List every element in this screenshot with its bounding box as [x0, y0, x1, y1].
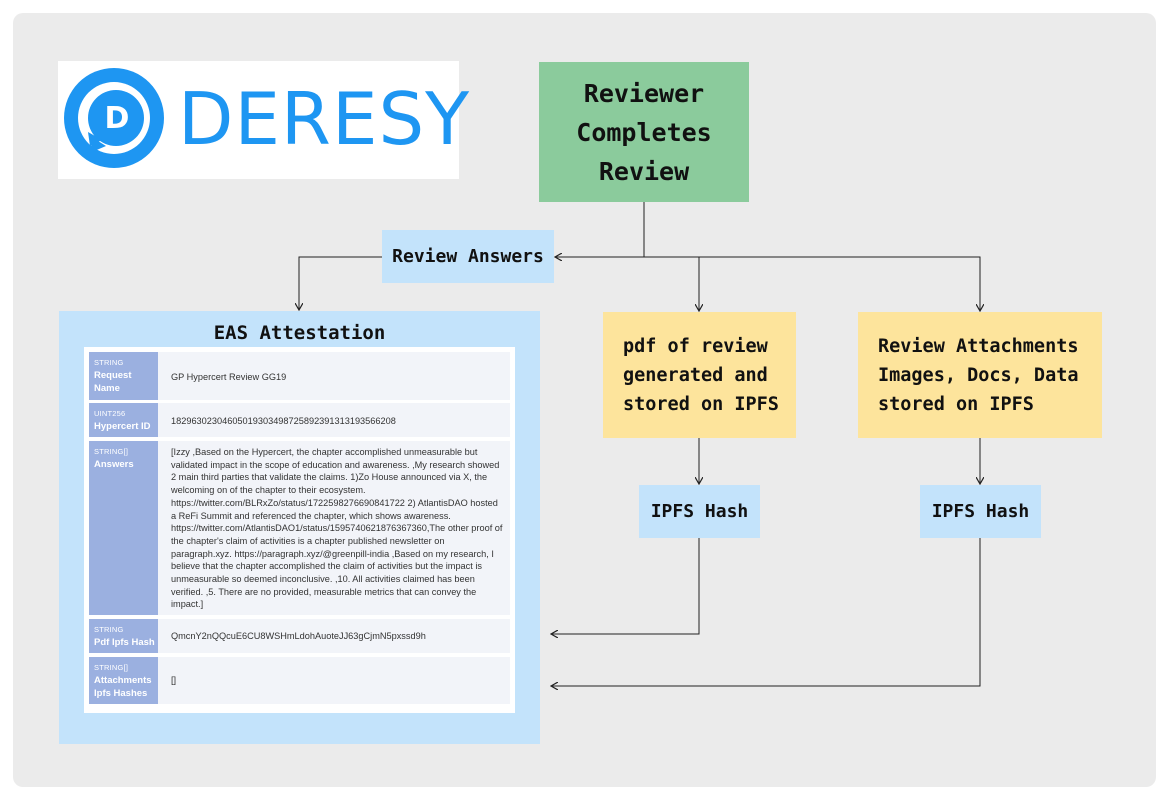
row-type: STRING[] — [94, 663, 129, 672]
row-value: 1829630230460501930349872589239131319356… — [171, 416, 396, 426]
row-type: STRING — [94, 358, 124, 367]
ipfs-hash-right-node: IPFS Hash — [920, 485, 1041, 538]
ipfs-hash-left-node: IPFS Hash — [639, 485, 760, 538]
row-label: STRING Request Name — [89, 352, 158, 400]
row-field-name: Pdf Ipfs Hash — [94, 637, 155, 648]
row-value: [Izzy ,Based on the Hypercert, the chapt… — [171, 447, 503, 610]
attestation-row-hypercert-id: UINT256 Hypercert ID 1829630230460501930… — [89, 403, 510, 437]
attestation-row-request-name: STRING Request Name GP Hypercert Review … — [89, 352, 510, 400]
arrow-to-attestation — [299, 256, 382, 309]
row-value: [] — [171, 675, 177, 685]
logo-icon-letter: D — [105, 101, 130, 136]
arrow-to-pdf — [644, 256, 699, 310]
row-field-name: Hypercert ID — [94, 421, 151, 432]
row-label: STRING[] Attachments Ipfs Hashes — [89, 657, 158, 704]
arrow-to-attachments — [699, 256, 980, 310]
logo-wordmark: DERESY — [178, 77, 471, 161]
reviewer-completes-review-node: Reviewer Completes Review — [539, 62, 749, 202]
row-label: STRING Pdf Ipfs Hash — [89, 619, 158, 653]
row-type: STRING — [94, 625, 124, 634]
row-type: UINT256 — [94, 409, 126, 418]
pdf-ipfs-node: pdf of review generated and stored on IP… — [603, 312, 796, 438]
row-value: QmcnY2nQQcuE6CU8WSHmLdohAuoteJJ63gCjmN5p… — [171, 631, 426, 641]
review-answers-node: Review Answers — [382, 230, 554, 283]
row-label: UINT256 Hypercert ID — [89, 403, 158, 437]
row-field-name: Attachments Ipfs Hashes — [94, 675, 152, 699]
eas-attestation-title: EAS Attestation — [213, 322, 386, 344]
row-type: STRING[] — [94, 447, 129, 456]
attestation-row-answers: STRING[] Answers [Izzy ,Based on the Hyp… — [89, 441, 510, 615]
arrow-hash-to-pdf-row — [552, 538, 700, 634]
row-field-name: Answers — [94, 459, 134, 470]
deresy-logo-icon: D — [64, 68, 164, 168]
arrow-hash-to-attachments-row — [552, 538, 981, 686]
attestation-row-pdf-ipfs-hash: STRING Pdf Ipfs Hash QmcnY2nQQcuE6CU8WSH… — [89, 619, 510, 653]
row-field-name: Request Name — [94, 370, 132, 394]
attachments-ipfs-node: Review Attachments Images, Docs, Data st… — [858, 312, 1102, 438]
row-label: STRING[] Answers — [89, 441, 158, 615]
attestation-row-attachments-ipfs-hashes: STRING[] Attachments Ipfs Hashes [] — [89, 657, 510, 704]
row-value: GP Hypercert Review GG19 — [171, 372, 287, 382]
